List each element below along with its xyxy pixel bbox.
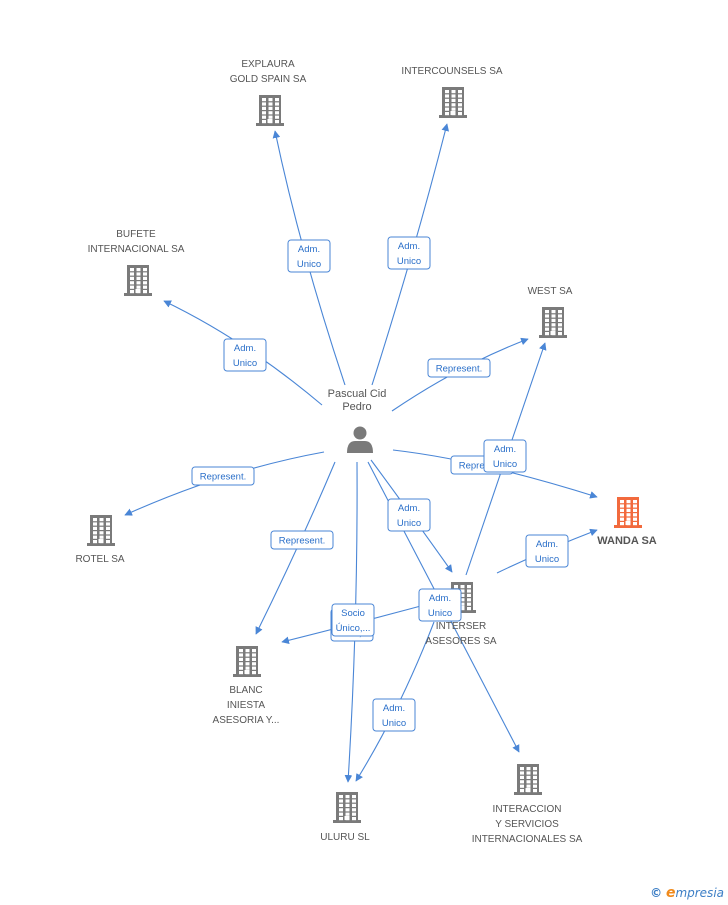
brand-initial: e [665, 885, 676, 901]
company-node-interaccion[interactable]: INTERACCION Y SERVICIOS INTERNACIONALES SA [472, 764, 583, 845]
building-icon [439, 87, 467, 118]
building-icon [124, 265, 152, 296]
edge-label-e13[interactable]: SocioÚnico,... [331, 603, 375, 637]
edge-label-text: Represent. [279, 536, 325, 547]
building-icon [233, 646, 261, 677]
edge-label-box [270, 530, 334, 550]
edge-label-e12[interactable]: Adm. Unico [525, 534, 569, 568]
company-node-rotel[interactable]: ROTEL SA [75, 515, 125, 565]
edge-label-text: Represent. [200, 472, 246, 483]
edge-label-text: Unico [297, 259, 321, 270]
person-name-line: Pascual Cid [328, 388, 387, 400]
edge-label-text: Adm. [429, 593, 451, 604]
company-name-line: INTERNACIONALES SA [472, 834, 583, 845]
company-name-line: INTERSER [436, 621, 487, 632]
edge-label-box [331, 603, 375, 637]
company-name-line: EXPLAURA [241, 59, 295, 70]
building-icon [514, 764, 542, 795]
company-name-line: ROTEL SA [75, 554, 124, 565]
building-icon [614, 497, 642, 528]
edge-label-text: Represent. [459, 461, 505, 472]
company-name-line: ULURU SL [320, 832, 370, 843]
edge-label-text: Adm. [398, 241, 420, 252]
edge-label-e11[interactable]: Adm. Unico [483, 439, 527, 473]
edge-label-e8[interactable]: Adm. Unico [387, 498, 431, 532]
company-name-line: Y SERVICIOS [495, 819, 559, 830]
edge-label-text: Unico [428, 608, 452, 619]
edge-label-text: Unico [397, 256, 421, 267]
edge-label-text: Unico [397, 518, 421, 529]
copyright-symbol: © [650, 886, 663, 900]
edge-label-box [483, 439, 527, 473]
edge-label-e14[interactable]: Adm. Unico [372, 698, 416, 732]
building-icon [87, 515, 115, 546]
company-name-line: BLANC [229, 685, 262, 696]
edge-label-box [287, 239, 331, 273]
brand-rest: mpresia [675, 886, 724, 900]
edge-label-e4[interactable]: Represent. [427, 358, 491, 378]
edge-label-text: Unico [382, 718, 406, 729]
building-icon [539, 307, 567, 338]
person-name-line: Pedro [342, 401, 371, 413]
person-icon [347, 426, 373, 453]
company-name-line: WANDA SA [597, 535, 657, 547]
edge-label-e2[interactable]: Adm. Unico [387, 236, 431, 270]
edge-label-box [191, 466, 255, 486]
edge-label-text: Adm. [536, 539, 558, 550]
brand-footer[interactable]: © empresia [650, 885, 724, 901]
edge-label-box [427, 358, 491, 378]
edge-label-text: Unico [233, 358, 257, 369]
company-node-uluru[interactable]: ULURU SL [320, 792, 370, 843]
edge-label-text: Adm. [298, 244, 320, 255]
nodes-layer: EXPLAURA GOLD SPAIN SA INTERCOUNSELS SA BUF… [75, 59, 656, 845]
edge-label-box [418, 588, 462, 622]
building-icon [333, 792, 361, 823]
edge-label-text: Único,... [336, 623, 371, 634]
edge-label-box [372, 698, 416, 732]
edge-label-text: Unico [535, 554, 559, 565]
building-icon [256, 95, 284, 126]
company-name-line: INIESTA [227, 700, 265, 711]
company-node-west[interactable]: WEST SA [528, 286, 573, 338]
company-name-line: ASESORES SA [425, 636, 496, 647]
edge-label-text: Adm. [494, 444, 516, 455]
edge-label-e3[interactable]: Adm. Unico [223, 338, 267, 372]
edge-label-box [525, 534, 569, 568]
edge-label-text: Socio [341, 608, 365, 619]
edge-label-text: Represent. [436, 364, 482, 375]
edge-label-box [223, 338, 267, 372]
company-name-line: INTERACCION [493, 804, 562, 815]
edge-label-e1[interactable]: Adm. Unico [287, 239, 331, 273]
edge-label-text: Adm. [234, 343, 256, 354]
edge-label-text: Adm. [383, 703, 405, 714]
company-node-blanc[interactable]: BLANC INIESTA ASESORIA Y... [213, 646, 280, 726]
edge-label-e7[interactable]: Represent. [270, 530, 334, 550]
company-name-line: BUFETE [116, 229, 156, 240]
company-node-bufete[interactable]: BUFETE INTERNACIONAL SA [88, 229, 185, 296]
company-node-intercounsels[interactable]: INTERCOUNSELS SA [401, 66, 503, 118]
edge-label-e10[interactable]: Adm. Unico [418, 588, 462, 622]
company-name-line: INTERNACIONAL SA [88, 244, 185, 255]
company-name-line: GOLD SPAIN SA [230, 74, 307, 85]
brand-name: empresia [665, 885, 724, 901]
company-node-wanda[interactable]: WANDA SA [597, 497, 657, 547]
company-name-line: WEST SA [528, 286, 573, 297]
company-node-explaura[interactable]: EXPLAURA GOLD SPAIN SA [230, 59, 307, 126]
company-name-line: INTERCOUNSELS SA [401, 66, 502, 77]
edge-label-text: Unico [493, 459, 517, 470]
edge-label-box [387, 236, 431, 270]
edge-label-e6[interactable]: Represent. [191, 466, 255, 486]
edge-label-text: Adm. [398, 503, 420, 514]
edge-label-box [387, 498, 431, 532]
company-name-line: ASESORIA Y... [213, 715, 280, 726]
